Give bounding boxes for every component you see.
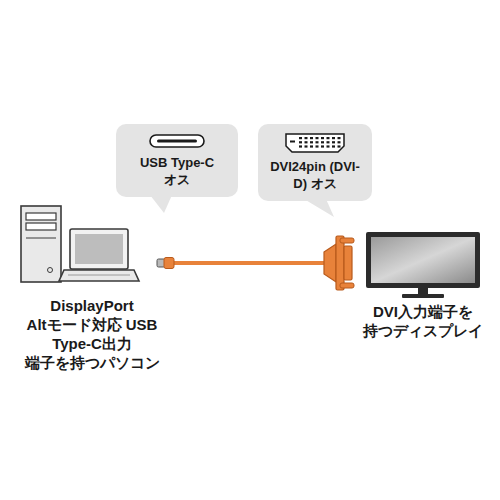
device-caption: DisplayPort Altモード対応 USB Type-C出力 端子を持つパ… bbox=[21, 296, 163, 372]
bubble-tail bbox=[150, 195, 172, 213]
dvi-plug bbox=[324, 236, 354, 290]
cable bbox=[157, 258, 326, 269]
dvi-icon bbox=[283, 132, 347, 154]
callout-bubble: USB Type-C オス bbox=[116, 124, 238, 197]
connector-name: USB Type-C オス bbox=[129, 154, 225, 188]
usb-c-icon bbox=[147, 132, 207, 150]
bubble-tail bbox=[304, 199, 334, 217]
callout-bubble: DVI24pin (DVI-D) オス bbox=[258, 124, 372, 201]
device-caption: DVI入力端子を 持つディスプレイ bbox=[359, 302, 487, 340]
display bbox=[366, 232, 480, 298]
tower-pc bbox=[21, 206, 61, 282]
connector-name: DVI24pin (DVI-D) オス bbox=[267, 158, 363, 192]
laptop bbox=[59, 229, 139, 281]
